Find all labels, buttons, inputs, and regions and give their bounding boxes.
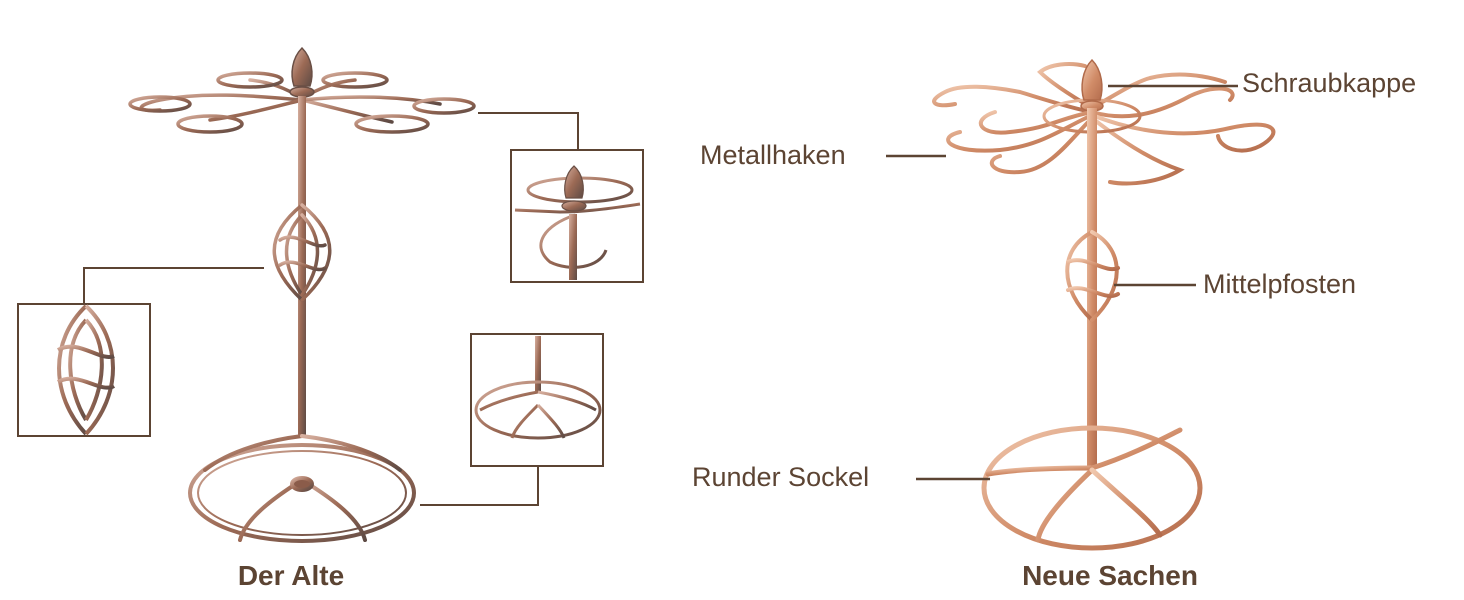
label-screw-cap: Schraubkappe [1242, 68, 1417, 98]
label-metal-hooks: Metallhaken [700, 140, 846, 170]
old-product-caption: Der Alte [237, 560, 345, 591]
old-detail-connectors [83, 112, 579, 506]
label-center-post: Mittelpfosten [1203, 269, 1357, 299]
new-center-post-shape [1087, 108, 1097, 468]
new-stand [932, 58, 1276, 551]
detail-box-cap [510, 149, 644, 283]
new-product-caption: Neue Sachen [1022, 560, 1198, 591]
detail-box-spiral [17, 303, 151, 437]
old-base [188, 434, 416, 543]
old-spiral [272, 203, 332, 302]
detail-box-base [470, 333, 604, 467]
label-round-base: Runder Sockel [692, 462, 870, 492]
new-hook-arms [932, 62, 1276, 186]
new-callout-lines [886, 84, 1238, 481]
new-base [981, 425, 1203, 551]
old-stand [128, 46, 476, 543]
old-screw-cap-shape [291, 46, 313, 87]
new-screw-cap-shape [1081, 58, 1103, 101]
new-spiral [1065, 230, 1120, 322]
old-hook-arms [128, 71, 476, 134]
